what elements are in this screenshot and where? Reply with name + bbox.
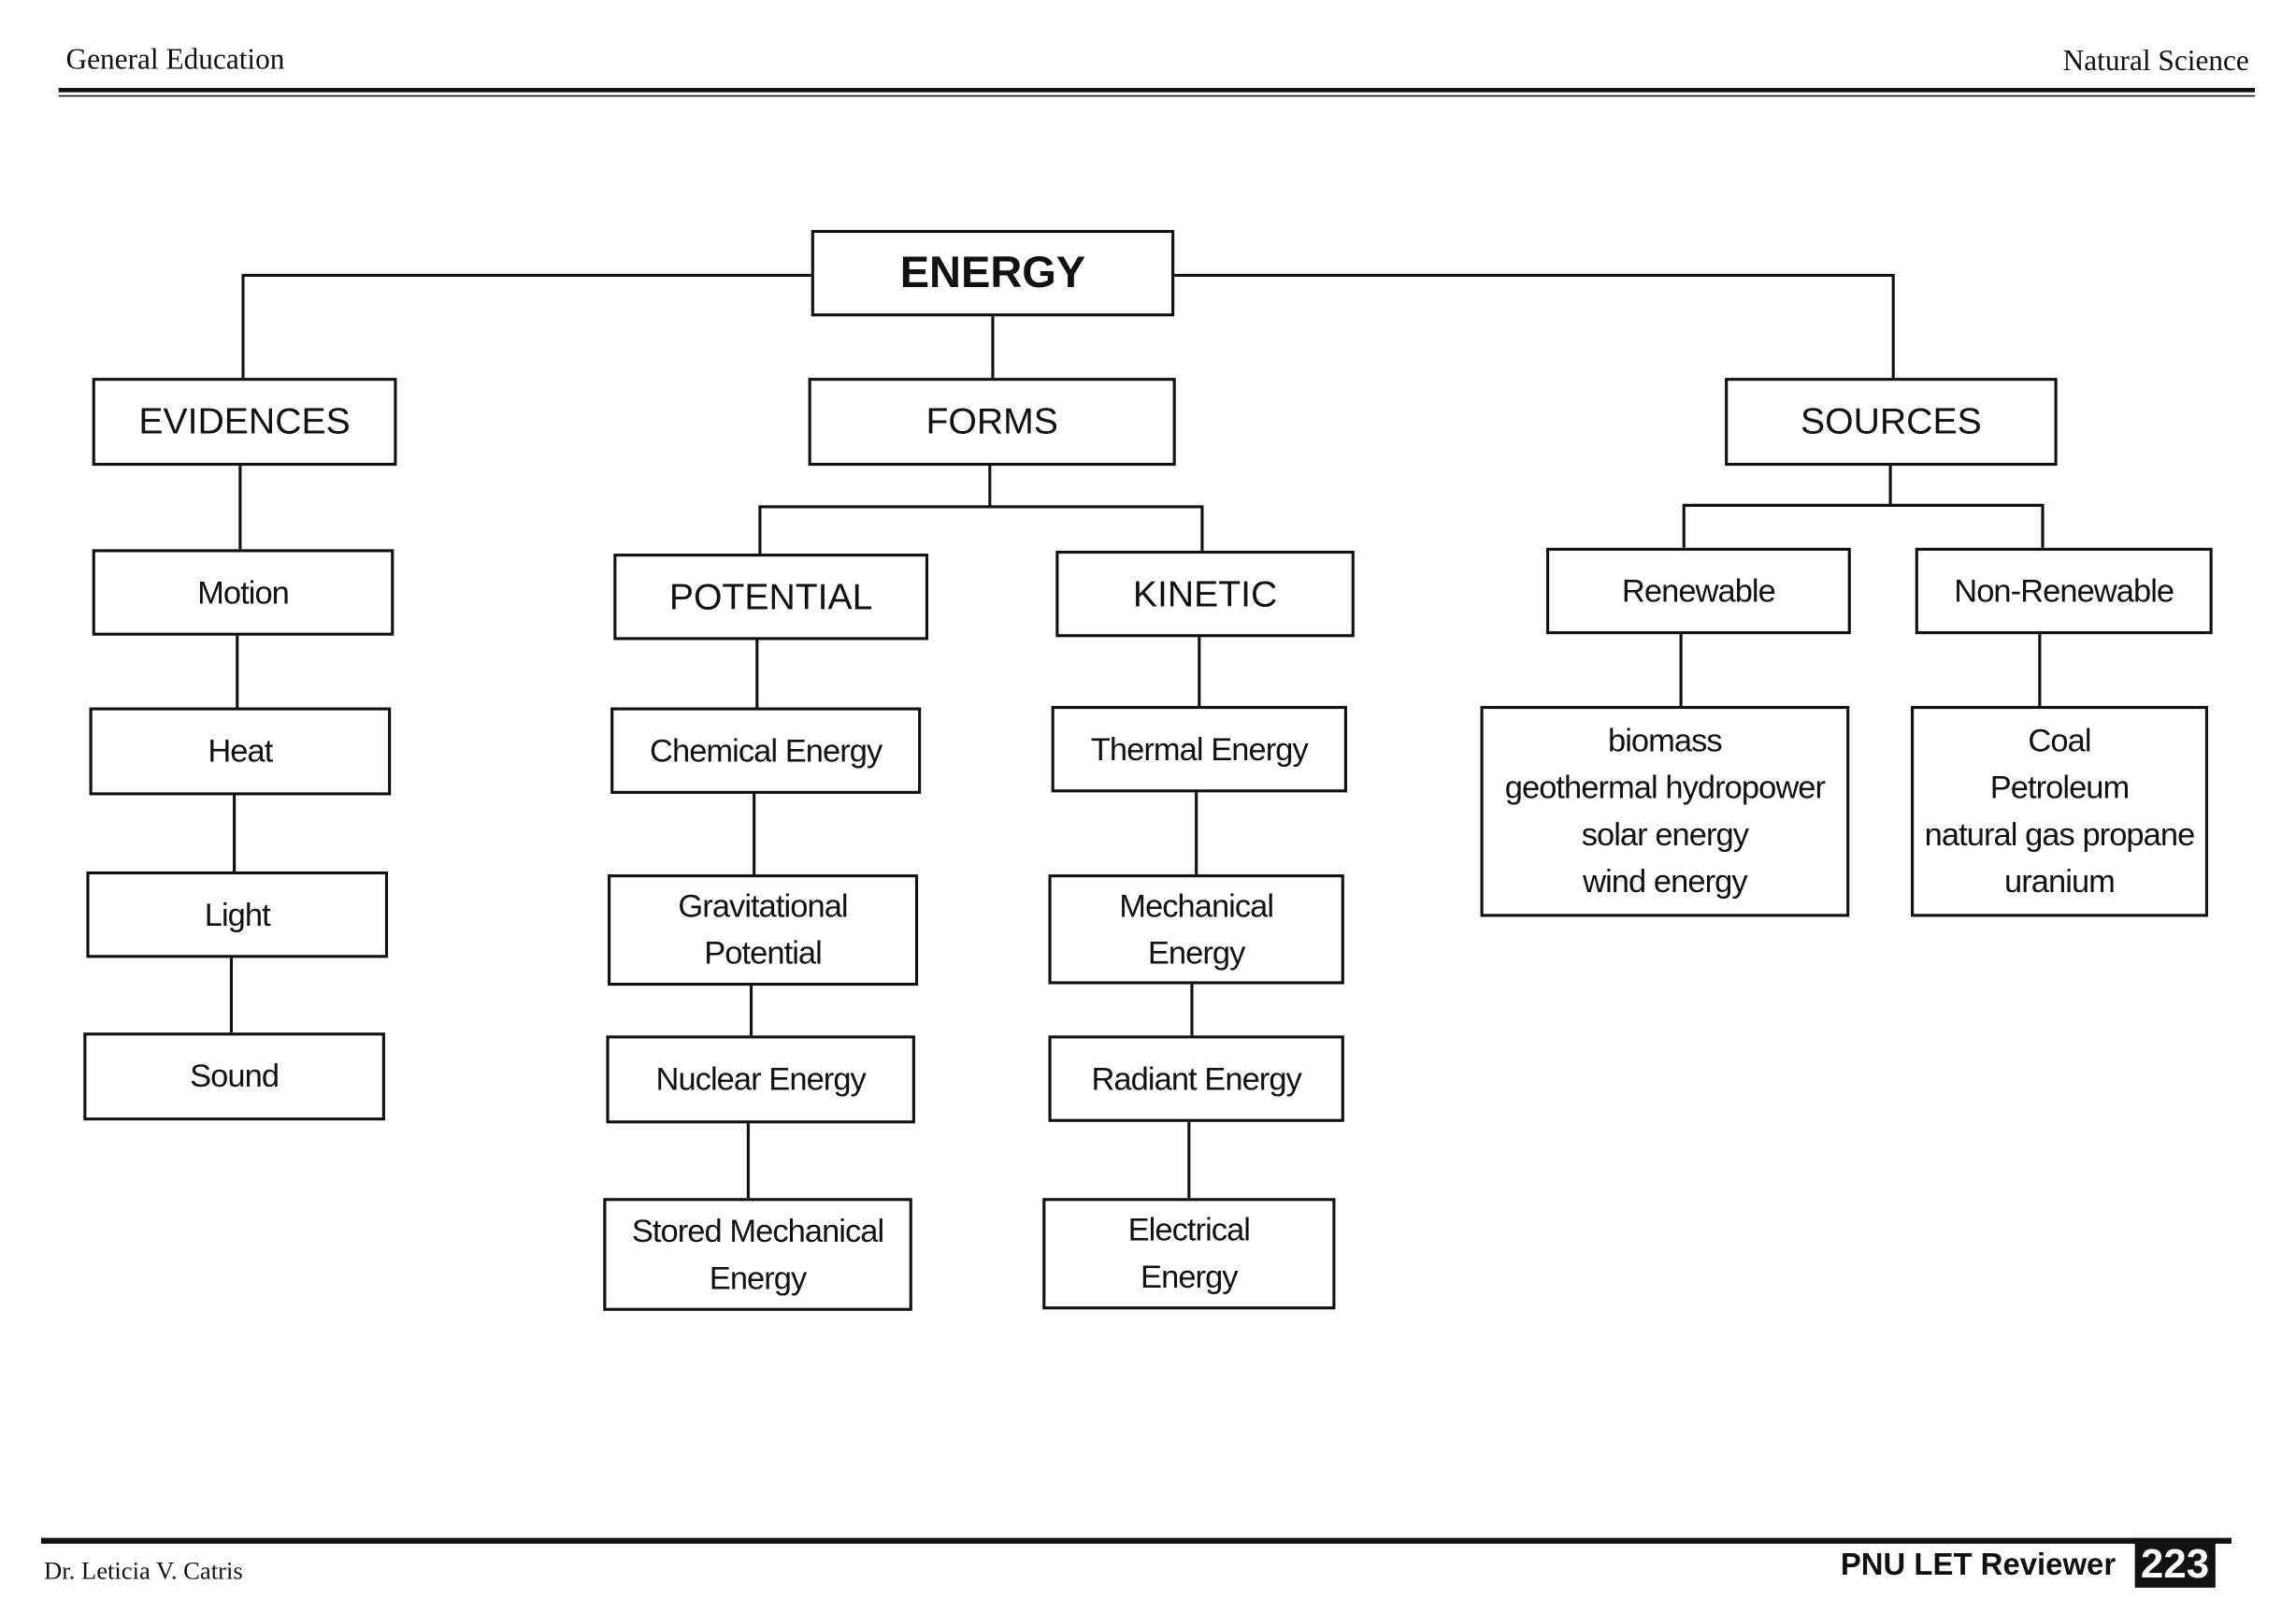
evidence-sound: Sound [83,1032,385,1121]
potential-gravitational: Gravitational Potential [608,874,919,987]
potential-node: POTENTIAL [613,554,929,641]
kinetic-radiant: Radiant Energy [1048,1035,1344,1122]
header-right: Natural Science [2062,45,2249,79]
page-number: 223 [2134,1540,2216,1588]
footer-rule [40,1537,2232,1544]
potential-nuclear: Nuclear Energy [606,1035,915,1124]
kinetic-mechanical: Mechanical Energy [1048,874,1344,985]
renewable-sources-list: biomass geothermal hydropower solar ener… [1480,705,1850,917]
renewable-node: Renewable [1546,547,1851,635]
evidence-motion: Motion [92,549,395,636]
non-renewable-sources-list: Coal Petroleum natural gas propane urani… [1911,705,2208,917]
evidence-heat: Heat [89,707,392,796]
evidences-node: EVIDENCES [92,378,397,467]
header-rule-thin [58,94,2256,97]
footer-book-title: PNU LET Reviewer [1840,1548,2117,1582]
footer-author: Dr. Leticia V. Catris [43,1556,243,1585]
potential-chemical: Chemical Energy [610,707,922,794]
sources-node: SOURCES [1725,378,2058,467]
energy-root-node: ENERGY [811,229,1175,317]
kinetic-node: KINETIC [1055,550,1355,638]
potential-stored-mechanical: Stored Mechanical Energy [603,1198,912,1311]
kinetic-thermal: Thermal Energy [1051,705,1347,793]
kinetic-electrical: Electrical Energy [1042,1198,1336,1310]
evidence-light: Light [86,871,389,958]
header-left: General Education [65,43,285,77]
forms-node: FORMS [808,378,1176,467]
header-rule [58,87,2256,93]
non-renewable-node: Non-Renewable [1915,547,2213,635]
